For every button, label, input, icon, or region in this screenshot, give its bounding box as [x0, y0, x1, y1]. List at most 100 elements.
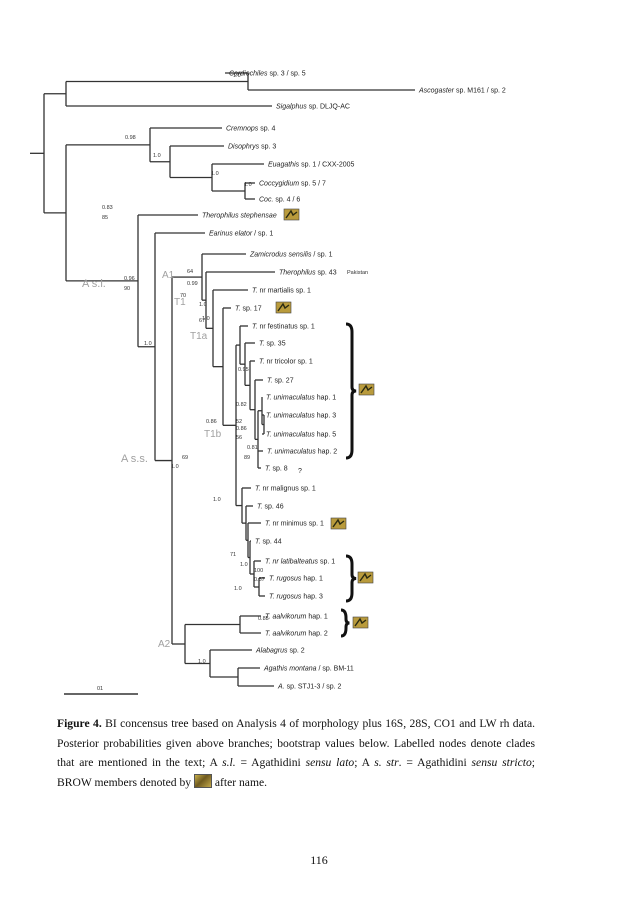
brow-wasp-icon: [275, 301, 292, 314]
taxon-labels: Cardiochiles sp. 3 / sp. 5 Ascogaster sp.…: [202, 71, 506, 691]
taxon-label: T. unimaculatus hap. 3: [266, 413, 336, 420]
taxon-label: T. rugosus hap. 1: [269, 576, 323, 583]
taxon-label: T. nr martialis sp. 1: [252, 288, 311, 295]
clade-label-a2: A2: [158, 639, 171, 650]
support-value: 0.85: [258, 616, 269, 622]
caption-text-6: after name.: [211, 775, 268, 789]
clade-label-a1: A1: [162, 270, 175, 281]
taxon-label: A. sp. STJ1-3 / sp. 2: [277, 684, 342, 691]
caption-text-2: = Agathidini: [235, 756, 306, 769]
support-value: 89: [244, 455, 250, 461]
support-value: 1.0: [244, 182, 252, 188]
support-value: 0.99: [187, 281, 198, 287]
support-value: 70: [180, 293, 186, 299]
taxon-label: Coccygidium sp. 5 / 7: [259, 181, 326, 188]
figure-label: Figure 4.: [57, 717, 102, 730]
clade-label-t1a: T1a: [190, 331, 208, 342]
caption-text-5: ; BROW members denoted by: [57, 756, 535, 789]
taxon-label: T. sp. 44: [255, 539, 282, 546]
taxon-label: Sigalphus sp. DLJQ-AC: [276, 104, 350, 111]
taxon-label: Ascogaster sp. M161 / sp. 2: [418, 88, 506, 95]
taxon-label: T. nr malignus sp. 1: [255, 486, 316, 493]
taxon-label: Therophilus stephensae: [202, 213, 277, 220]
taxon-label: Agathis montana / sp. BM-11: [263, 666, 354, 673]
taxon-label: Cremnops sp. 4: [226, 126, 276, 133]
taxon-label: T. sp. 8: [265, 466, 288, 473]
tree-branches: [30, 72, 415, 687]
support-value: 64: [187, 269, 193, 275]
support-value: 0.81: [247, 445, 258, 451]
caption-sensu-stricto: sensu stricto: [471, 756, 532, 769]
taxon-label: Euagathis sp. 1 / CXX-2005: [268, 162, 354, 169]
support-value: 1.0: [213, 497, 221, 503]
taxon-label: T. aalvikorum hap. 1: [265, 614, 328, 621]
taxon-label: T. sp. 27: [267, 378, 294, 385]
brow-brackets: [340, 322, 357, 638]
brow-bracket-aalvikorum: [340, 608, 350, 638]
support-value: 1.0: [171, 464, 179, 470]
support-value: 0.96: [124, 276, 135, 282]
clade-label-t1: T1: [174, 297, 186, 308]
support-value: 85: [102, 215, 108, 221]
phylogenetic-tree: Cardiochiles sp. 3 / sp. 5 Ascogaster sp.…: [30, 71, 506, 695]
taxon-label: Alabagrus sp. 2: [255, 648, 305, 655]
brow-wasp-icon: [357, 571, 374, 584]
caption-sensu-lato: sensu lato: [305, 756, 355, 769]
taxon-label: T. nr latibalteatus sp. 1: [265, 559, 335, 566]
brow-bracket-rugosus: [345, 554, 357, 603]
scale-bar: 01: [64, 686, 138, 695]
clade-label-t1b: T1b: [204, 429, 222, 440]
taxon-label: T. unimaculatus hap. 5: [266, 432, 336, 439]
brow-icons: [275, 208, 375, 629]
support-value: 1.0: [199, 302, 207, 308]
taxon-label: T. sp. 46: [257, 504, 284, 511]
support-value: 1.0: [234, 586, 242, 592]
support-value: 0.86: [236, 426, 247, 432]
brow-wasp-icon: [283, 208, 300, 221]
caption-text-4: . = Agathidini: [398, 756, 472, 769]
caption-text-1: BI concensus tree based on Analysis 4 of…: [57, 717, 535, 769]
support-value: 69: [182, 455, 188, 461]
support-value: 1.0: [202, 316, 210, 322]
taxon-label: Cardiochiles sp. 3 / sp. 5: [229, 71, 306, 78]
taxon-label: Disophrys sp. 3: [228, 144, 276, 151]
support-value: 0.95: [238, 367, 249, 373]
caption-text-3: ; A: [354, 756, 375, 769]
pakistan-label: Pakistan: [347, 270, 368, 276]
taxon-label: T. nr festinatus sp. 1: [252, 324, 315, 331]
support-value: 1.0: [153, 153, 161, 159]
brow-wasp-icon: [352, 616, 369, 629]
taxon-label: Coc. sp. 4 / 6: [259, 197, 300, 204]
support-value: 0.83: [102, 205, 113, 211]
taxon-label: Earinus elator / sp. 1: [209, 231, 273, 238]
support-value: 1.0: [240, 562, 248, 568]
clade-label-a-sl: A s.l.: [82, 278, 106, 290]
scale-label: 01: [97, 686, 103, 692]
caption-s-str: s. str: [374, 756, 399, 769]
page-number: 116: [310, 853, 328, 867]
taxon-label: T. sp. 35: [259, 341, 286, 348]
support-value: 52: [236, 419, 242, 425]
brow-wasp-icon: [330, 517, 347, 530]
taxon-label: Zamicrodus sensilis / sp. 1: [249, 252, 333, 259]
support-value: 0.82: [236, 402, 247, 408]
taxon-label: T. aalvikorum hap. 2: [265, 631, 328, 638]
support-value: 0.86: [206, 419, 217, 425]
figure-caption: Figure 4. BI concensus tree based on Ana…: [57, 714, 535, 792]
taxon-label: T. rugosus hap. 3: [269, 594, 323, 601]
taxon-label: T. unimaculatus hap. 1: [266, 395, 336, 402]
support-value: 0.87: [254, 577, 265, 583]
support-value: 1.0: [144, 341, 152, 347]
brow-wasp-icon: [358, 383, 375, 396]
question-mark: ?: [298, 468, 302, 475]
support-value: 1.0: [198, 659, 206, 665]
taxon-label: T. nr minimus sp. 1: [265, 521, 324, 528]
support-value: 90: [124, 286, 130, 292]
taxon-label: T. nr tricolor sp. 1: [259, 359, 313, 366]
support-value: 71: [230, 552, 236, 558]
taxon-label: T. sp. 17: [235, 306, 262, 313]
caption-sl: s.l.: [222, 756, 236, 769]
support-value: 0.98: [125, 135, 136, 141]
